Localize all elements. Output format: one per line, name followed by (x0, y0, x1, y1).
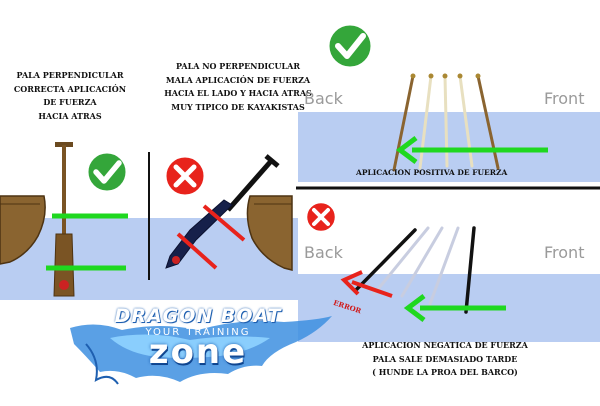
left-boat-hull (0, 195, 46, 265)
check-icon (85, 150, 129, 194)
top-front-label: Front (544, 89, 585, 108)
top-paddle-fan (392, 73, 500, 172)
bottom-back-label: Back (304, 243, 343, 262)
check-icon (326, 22, 374, 70)
red-marker-line (202, 204, 246, 242)
bottom-paddle-fan (354, 226, 476, 314)
bottom-front-label: Front (544, 243, 585, 262)
bottom-green-arrow (403, 294, 506, 322)
correct-paddle (53, 142, 75, 297)
cross-icon (163, 154, 207, 198)
red-marker-line (176, 232, 218, 270)
paddle-logo-icon (59, 280, 69, 290)
top-green-arrow (395, 136, 548, 164)
center-boat-hull (246, 195, 293, 271)
logo-subtitle: YOUR TRAINING (145, 327, 251, 338)
red-error-arrow (340, 270, 393, 298)
top-caption: APLICACION POSITIVA DE FUERZA (356, 168, 508, 177)
wrong-technique-caption: PALA NO PERPENDICULAR MALA APLICACIÓN DE… (164, 61, 312, 112)
bottom-caption: APLICACION NEGATICA DE FUERZA PALA SALE … (362, 340, 528, 377)
correct-technique-caption: PALA PERPENDICULAR CORRECTA APLICACIÓN D… (13, 70, 127, 121)
cross-icon (304, 200, 338, 234)
top-water (298, 112, 600, 182)
logo-zone: zone (148, 332, 248, 372)
logo-splash (70, 316, 332, 385)
top-back-label: Back (304, 89, 343, 108)
logo-title: DRAGON BOAT (114, 305, 282, 327)
